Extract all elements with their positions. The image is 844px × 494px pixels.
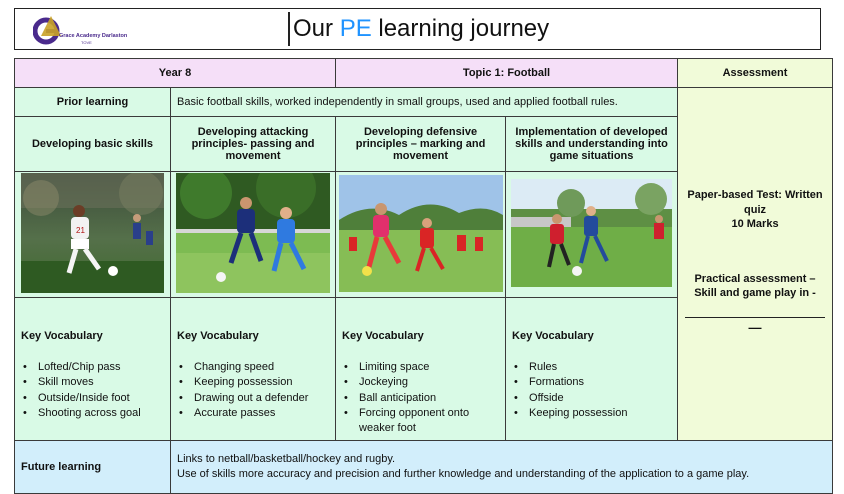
year-header: Year 8 <box>13 58 337 88</box>
vocab-title: Key Vocabulary <box>342 330 424 342</box>
prior-learning-text: Basic football skills, worked independen… <box>169 87 679 117</box>
vocab-title: Key Vocabulary <box>21 330 103 342</box>
assessment-cell: Paper-based Test: Written quiz 10 Marks … <box>677 86 834 442</box>
assessment-rule <box>685 316 826 318</box>
vocab-list: Rules Formations Offside Keeping possess… <box>512 360 671 421</box>
svg-text:21: 21 <box>76 226 85 235</box>
football-photo-skills: 21 <box>21 173 164 293</box>
prior-learning-label: Prior learning <box>14 87 171 117</box>
logo-subtext: TOVE <box>81 40 92 45</box>
grace-academy-logo-icon <box>33 16 61 45</box>
vocab-item: Accurate passes <box>177 406 329 422</box>
written-test: Paper-based Test: Written quiz 10 Marks <box>682 188 828 232</box>
column-heading-4: Implementation of developed skills and u… <box>505 116 679 172</box>
vocab-item: Ball anticipation <box>342 391 499 407</box>
page-title: Our PE learning journey <box>293 15 549 43</box>
vocab-item: Shooting across goal <box>21 406 164 422</box>
vocab-item: Offside <box>512 391 671 407</box>
vocab-item: Limiting space <box>342 360 499 376</box>
photo-cell-1: 21 <box>14 171 171 298</box>
column-heading-1: Developing basic skills <box>14 116 171 172</box>
vocab-item: Forcing opponent onto weaker foot <box>342 406 499 437</box>
vocab-item: Outside/Inside foot <box>21 391 164 407</box>
page-header: Grace Academy Darlaston TOVE Our PE lear… <box>14 8 821 50</box>
vocab-item: Lofted/Chip pass <box>21 360 164 376</box>
vocab-item: Formations <box>512 375 671 391</box>
title-highlight: PE <box>339 15 372 42</box>
vocab-item: Jockeying <box>342 375 499 391</box>
vocab-item: Skill moves <box>21 375 164 391</box>
vocab-cell-3: Key Vocabulary Limiting space Jockeying … <box>335 296 507 442</box>
vocab-cell-4: Key Vocabulary Rules Formations Offside … <box>505 296 679 442</box>
topic-header: Topic 1: Football <box>335 58 679 88</box>
future-learning-label: Future learning <box>14 440 171 494</box>
title-suffix: learning journey <box>371 15 550 42</box>
vocab-list: Limiting space Jockeying Ball anticipati… <box>342 360 499 436</box>
photo-cell-3 <box>335 171 507 298</box>
future-learning-text: Links to netball/basketball/hockey and r… <box>169 440 834 494</box>
vocab-cell-1: Key Vocabulary Lofted/Chip pass Skill mo… <box>14 296 171 442</box>
column-heading-2: Developing attacking principles- passing… <box>169 116 337 172</box>
football-photo-attacking <box>176 173 330 293</box>
vocab-item: Rules <box>512 360 671 376</box>
vocab-list: Lofted/Chip pass Skill moves Outside/Ins… <box>21 360 164 421</box>
written-test-marks: 10 Marks <box>731 218 779 230</box>
vocab-item: Drawing out a defender <box>177 391 329 407</box>
column-heading-3: Developing defensive principles – markin… <box>335 116 507 172</box>
vocab-item: Keeping possession <box>177 375 329 391</box>
logo-text: Grace Academy Darlaston <box>59 33 128 39</box>
vocab-title: Key Vocabulary <box>512 330 594 342</box>
written-test-label: Paper-based Test: Written quiz <box>687 189 823 216</box>
school-logo: Grace Academy Darlaston TOVE <box>33 14 143 46</box>
practical-assessment: Practical assessment – Skill and game pl… <box>694 272 816 300</box>
football-photo-game <box>511 179 673 287</box>
title-divider <box>288 12 290 46</box>
future-learning-line-2: Use of skills more accuracy and precisio… <box>177 468 750 481</box>
vocab-item: Changing speed <box>177 360 329 376</box>
assessment-dash: — <box>748 319 762 335</box>
learning-journey-table: Year 8 Topic 1: Football Assessment Prio… <box>13 58 834 494</box>
vocab-item: Keeping possession <box>512 406 671 422</box>
vocab-title: Key Vocabulary <box>177 330 259 342</box>
future-learning-line-1: Links to netball/basketball/hockey and r… <box>177 453 396 466</box>
football-photo-defensive <box>338 174 503 292</box>
title-prefix: Our <box>293 15 340 42</box>
photo-cell-4 <box>505 171 679 298</box>
vocab-list: Changing speed Keeping possession Drawin… <box>177 360 329 421</box>
assessment-header: Assessment <box>677 58 834 88</box>
vocab-cell-2: Key Vocabulary Changing speed Keeping po… <box>169 296 337 442</box>
photo-cell-2 <box>169 171 337 298</box>
